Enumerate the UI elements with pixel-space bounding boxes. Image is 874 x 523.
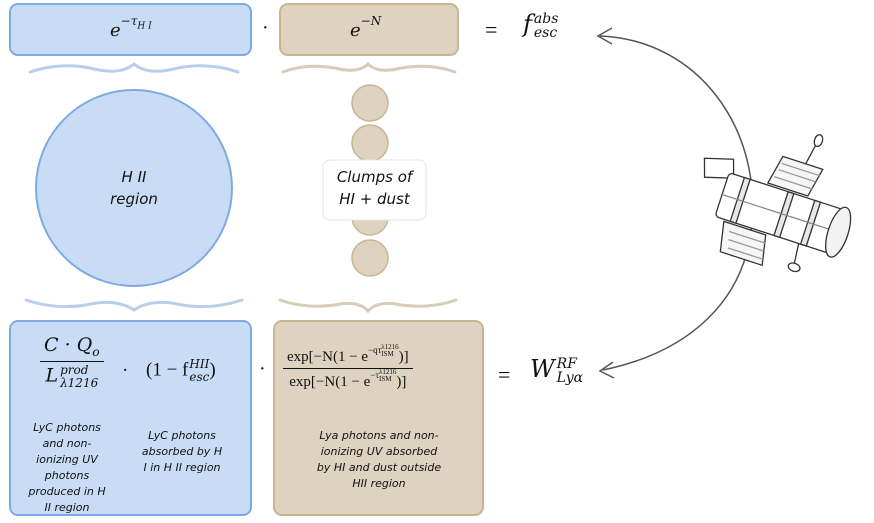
bottom-dot-operator: · xyxy=(259,358,266,380)
hii-region-label: H II region xyxy=(110,168,158,208)
clump-circle xyxy=(351,84,389,122)
hii-region-circle xyxy=(35,89,233,287)
top-tan-expression: e−N xyxy=(350,14,382,41)
clump-circle xyxy=(351,124,389,162)
bottom-equals: = xyxy=(498,362,511,387)
clumps-label: Clumps of HI + dust xyxy=(336,168,413,208)
top-blue-brace xyxy=(28,62,240,74)
clump-circle xyxy=(351,239,389,277)
caption-lyc-produced: LyC photons and non-ionizing UV photons … xyxy=(28,421,106,514)
arrowhead-top-icon xyxy=(596,27,613,45)
bottom-tan-box xyxy=(273,320,484,516)
top-tan-box xyxy=(279,3,459,56)
bottom-blue-brace xyxy=(24,298,244,312)
top-dot-operator: · xyxy=(262,17,269,39)
bottom-blue-box xyxy=(9,320,252,516)
bottom-tan-brace xyxy=(278,298,458,314)
top-blue-expression: e−τH I xyxy=(110,14,152,41)
blue-inner-dot: · xyxy=(122,360,129,381)
arrowhead-bottom-icon xyxy=(598,361,615,379)
clumps-label-bg xyxy=(322,159,427,221)
top-equals: = xyxy=(485,17,498,42)
caption-lya-absorbed: Lya photons and non-ionizing UV absorbed… xyxy=(316,429,442,490)
hubble-telescope-icon xyxy=(703,134,852,273)
top-tan-brace xyxy=(281,61,457,74)
top-blue-box xyxy=(9,3,252,56)
caption-lyc-absorbed: LyC photons absorbed by H I in H II regi… xyxy=(141,429,223,474)
